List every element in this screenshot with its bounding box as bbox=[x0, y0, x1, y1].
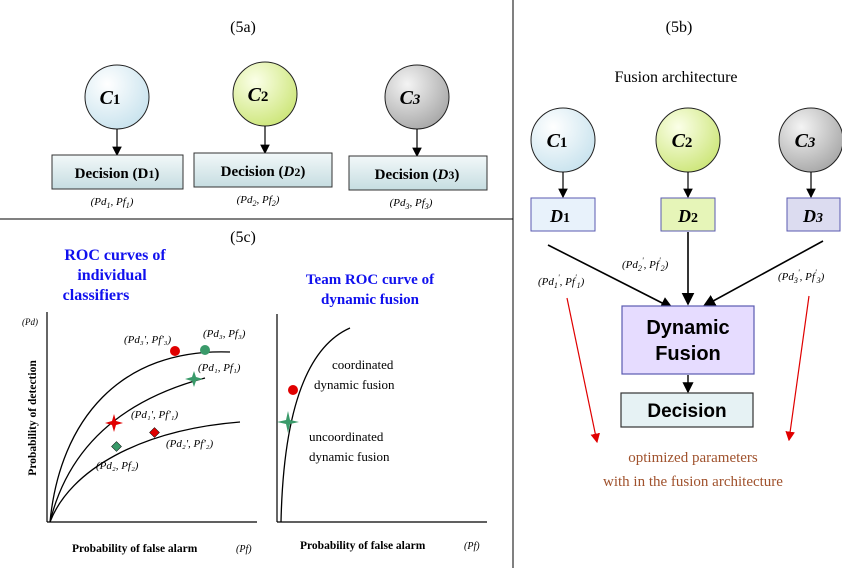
fusion-c3-label: C3 bbox=[795, 130, 816, 152]
d3-to-fusion-arrow bbox=[702, 240, 824, 307]
dynamic-fusion-box bbox=[621, 305, 755, 375]
panel-a-label: (5a) bbox=[230, 19, 256, 36]
left-roc-title-line1: ROC curves of bbox=[64, 247, 166, 264]
dynamic-fusion-line2: Fusion bbox=[655, 343, 721, 365]
right-x-axis-label: Probability of false alarm bbox=[300, 540, 426, 552]
left-roc-title-line2: individual bbox=[77, 267, 147, 284]
d1-to-fusion-arrow bbox=[547, 244, 674, 309]
optimized-text-line2: with in the fusion architecture bbox=[603, 474, 783, 490]
decision-d1-box bbox=[51, 154, 184, 190]
y-axis-label: Probability of detection bbox=[27, 360, 39, 476]
panel-b-label: (5b) bbox=[666, 19, 693, 36]
left-x-axis-label: Probability of false alarm bbox=[72, 543, 198, 555]
point-pd2-prime-diamond bbox=[149, 427, 160, 438]
decision-d1-label: Decision (D1) bbox=[75, 166, 160, 182]
decision-d3-label: Decision (D3) bbox=[375, 167, 460, 183]
fusion-d2-box bbox=[660, 197, 716, 232]
roc-curve-classifier-2 bbox=[49, 421, 241, 523]
fusion-d1-box bbox=[530, 197, 596, 232]
roc-curve-classifier-1 bbox=[49, 377, 206, 523]
fusion-c1-label: C1 bbox=[547, 130, 568, 152]
right-x-axis-unit: (Pf) bbox=[464, 541, 480, 552]
label-pd3-prime: (Pd₃', Pf'₃) bbox=[124, 334, 172, 346]
label-pd1: (Pd₁, Pf₁) bbox=[198, 362, 241, 374]
classifier-c2-label: C2 bbox=[248, 84, 269, 106]
fusion-c2-label: C2 bbox=[672, 130, 693, 152]
point-pd1-prime-red-star bbox=[105, 414, 123, 432]
final-decision-box bbox=[620, 392, 754, 428]
red-arrow-right bbox=[785, 295, 810, 442]
fusion-d2-label: D2 bbox=[677, 206, 698, 226]
uncoordinated-label-line2: dynamic fusion bbox=[309, 449, 390, 464]
optimized-text-line1: optimized parameters bbox=[628, 450, 758, 466]
classifier-c1-label: C1 bbox=[100, 87, 121, 109]
uncoordinated-label-line1: uncoordinated bbox=[309, 429, 384, 444]
classifier-c3-label: C3 bbox=[400, 87, 421, 109]
point-pd2-diamond bbox=[111, 441, 122, 452]
label-pd2-prime: (Pd₂', Pf'₂) bbox=[166, 438, 214, 450]
y-axis-unit: (Pd) bbox=[22, 317, 38, 327]
team-roc-curve bbox=[280, 327, 351, 523]
point-coordinated-red bbox=[288, 385, 298, 395]
decision-d2-box bbox=[193, 152, 333, 188]
fusion-param-label-2: (Pd2', Pf'2) bbox=[622, 256, 669, 273]
final-decision-label: Decision bbox=[647, 401, 726, 422]
decision-d2-label: Decision (D2) bbox=[221, 164, 306, 180]
red-arrow-left bbox=[566, 297, 600, 444]
panel-c-label: (5c) bbox=[230, 229, 256, 246]
d1-param-label: (Pd1, Pf1) bbox=[91, 196, 134, 210]
d3-param-label: (Pd3, Pf3) bbox=[390, 197, 433, 211]
d2-param-label: (Pd2, Pf2) bbox=[237, 194, 280, 208]
point-uncoordinated-star bbox=[277, 411, 299, 433]
left-x-axis-unit: (Pf) bbox=[236, 544, 252, 555]
label-pd2: (Pd₂, Pf₂) bbox=[96, 460, 139, 472]
fusion-d3-label: D3 bbox=[802, 206, 823, 226]
point-pd3-green bbox=[200, 345, 210, 355]
fusion-d1-label: D1 bbox=[549, 206, 570, 226]
roc-curve-classifier-3 bbox=[49, 351, 231, 523]
fusion-d3-box bbox=[786, 197, 841, 232]
fusion-param-label-1: (Pd1', Pf'1) bbox=[538, 273, 585, 290]
coordinated-label-line1: coordinated bbox=[332, 357, 394, 372]
point-pd1-star bbox=[185, 371, 203, 387]
coordinated-label-line2: dynamic fusion bbox=[314, 377, 395, 392]
fusion-architecture-title: Fusion architecture bbox=[614, 69, 737, 86]
label-pd3: (Pd₃, Pf₃) bbox=[203, 328, 246, 340]
right-roc-title-line2: dynamic fusion bbox=[321, 292, 420, 308]
left-roc-title-line3: classifiers bbox=[63, 287, 130, 304]
right-roc-title-line1: Team ROC curve of bbox=[306, 272, 435, 288]
dynamic-fusion-line1: Dynamic bbox=[646, 317, 729, 339]
decision-d3-box bbox=[348, 155, 488, 191]
label-pd1-prime: (Pd₁', Pf'₁) bbox=[131, 409, 179, 421]
fusion-param-label-3: (Pd3', Pf'3) bbox=[778, 268, 825, 285]
point-pd3-prime-red bbox=[170, 346, 180, 356]
